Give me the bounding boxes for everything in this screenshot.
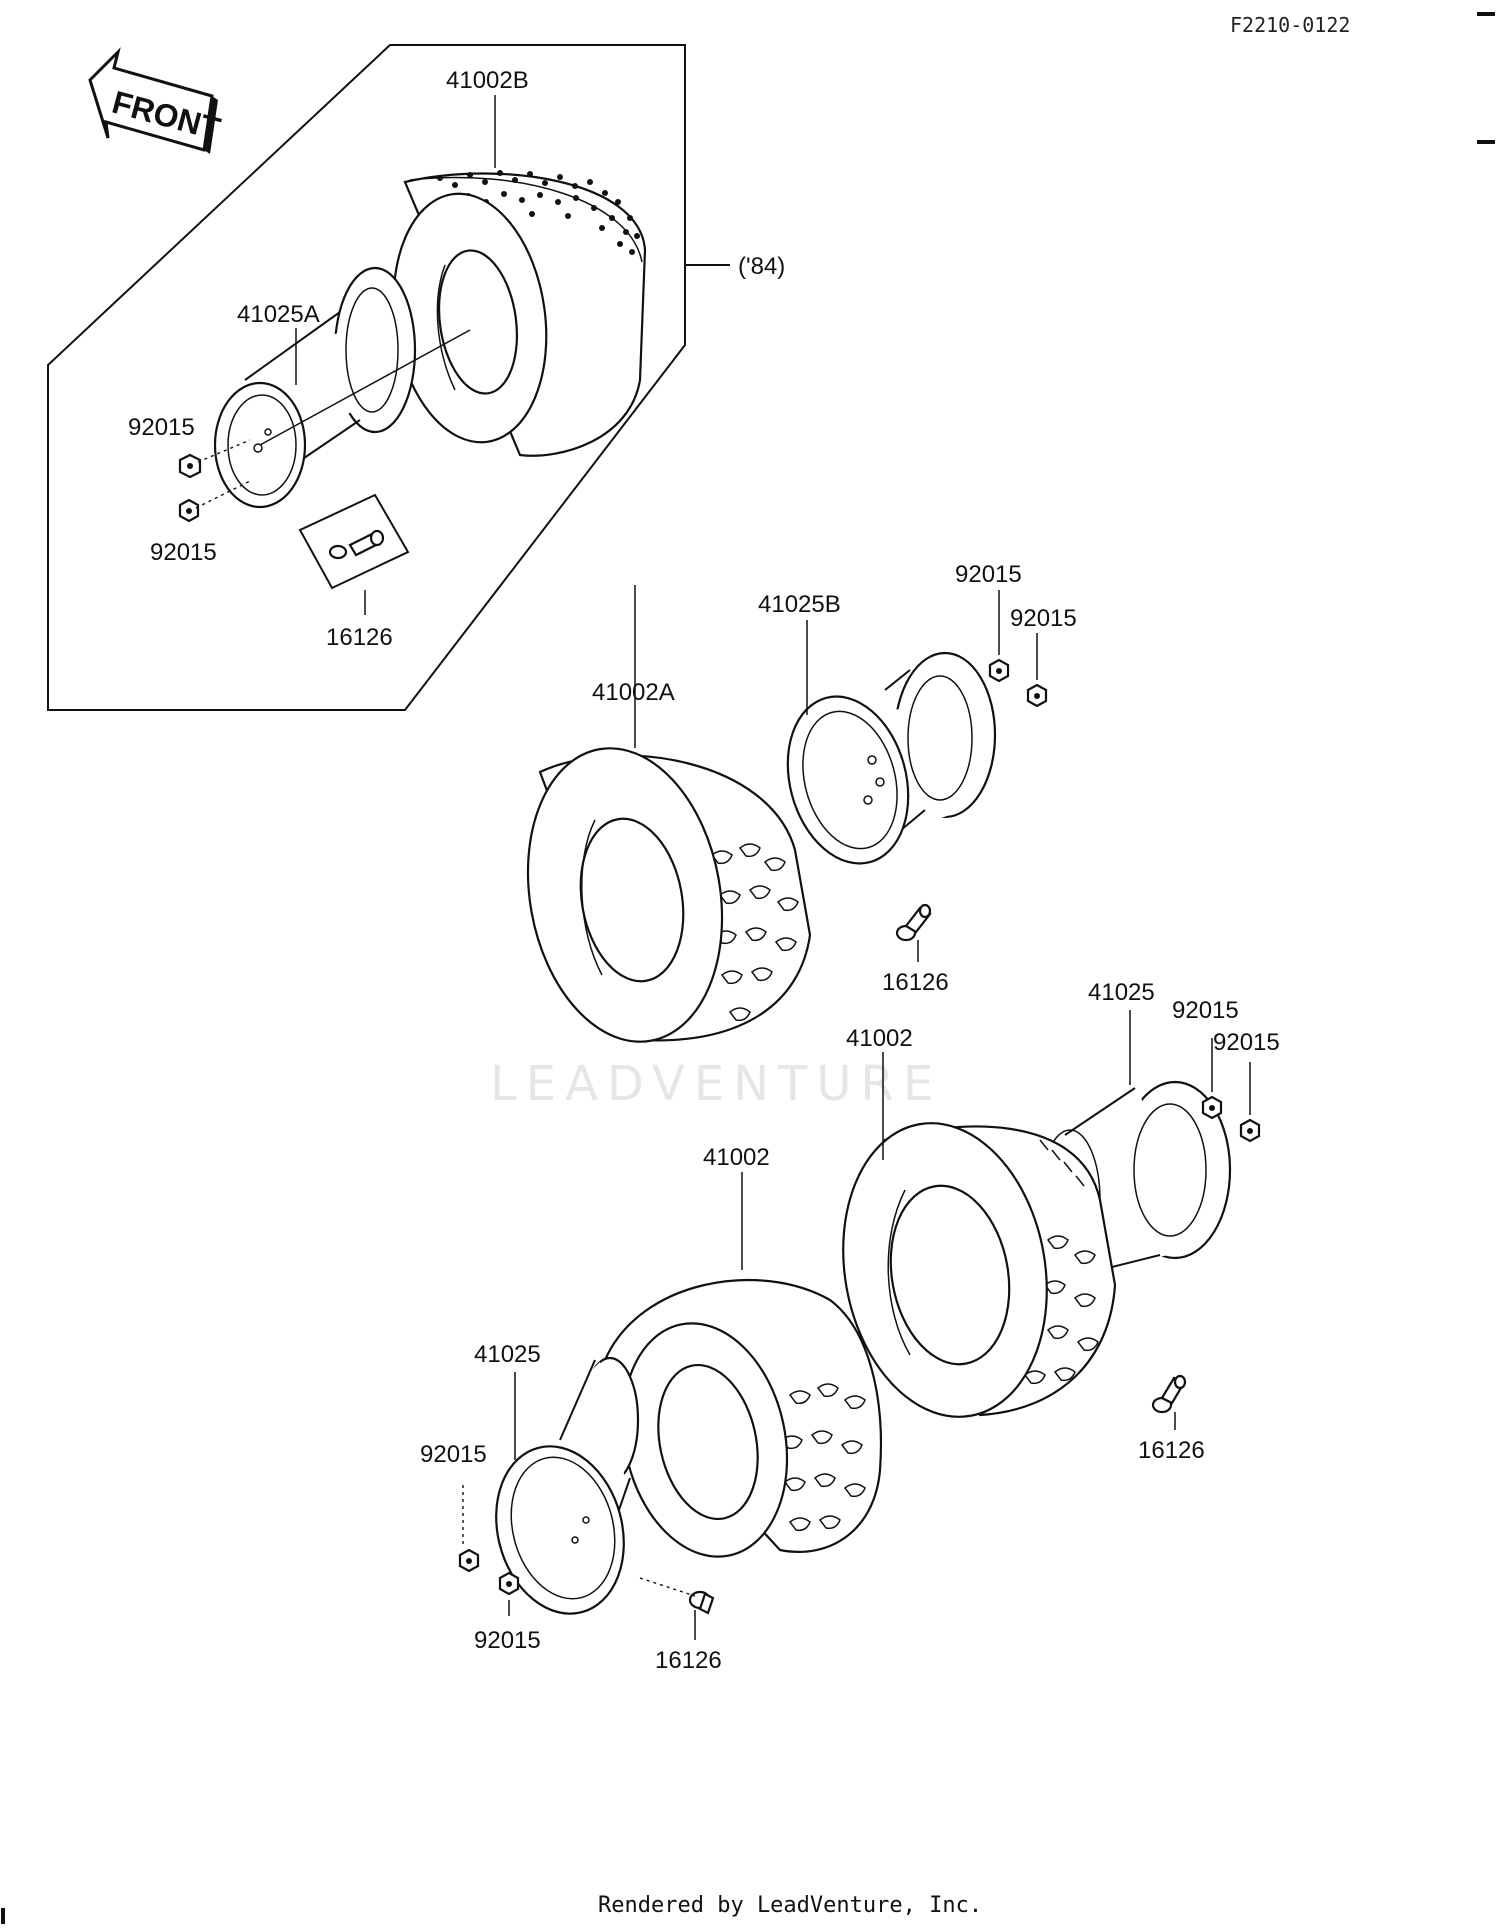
inset-year-note: ('84) bbox=[738, 253, 785, 280]
inset-valve-icon bbox=[328, 529, 385, 560]
front-arrow-icon: FRONT bbox=[88, 47, 225, 154]
front-tire-tread bbox=[710, 843, 799, 1022]
rear-right-wheel-assembly: 41002 41025 92015 92015 16126 bbox=[842, 979, 1280, 1464]
corner-mark-top bbox=[1477, 12, 1495, 16]
front-wheel-assembly: 41002A 41025B 92015 92015 16126 bbox=[526, 561, 1077, 1043]
front-nut-a-icon bbox=[988, 658, 1010, 683]
svg-text:LEADVENTURE: LEADVENTURE bbox=[490, 1056, 942, 1112]
front-rim bbox=[786, 651, 997, 865]
front-valve-label: 16126 bbox=[882, 969, 949, 996]
corner-mark-mid bbox=[1477, 140, 1495, 144]
corner-mark-bottom bbox=[1, 1908, 5, 1924]
diagram-code: F2210-0122 bbox=[1230, 13, 1350, 37]
inset-rim-label: 41025A bbox=[237, 301, 320, 328]
inset-nut-lower-icon bbox=[178, 498, 200, 523]
rear-left-nut-b-icon bbox=[498, 1571, 520, 1596]
inset-nut-lower-label: 92015 bbox=[150, 539, 217, 566]
inset-valve-box bbox=[298, 493, 410, 590]
rear-left-tire bbox=[603, 1278, 883, 1558]
rear-left-nut-b-label: 92015 bbox=[474, 1627, 541, 1654]
inset-axle-line bbox=[259, 329, 471, 446]
rear-left-nut-a-icon bbox=[458, 1548, 480, 1573]
inset-frame bbox=[47, 44, 686, 711]
rear-left-valve-label: 16126 bbox=[655, 1647, 722, 1674]
inset-nut-upper-label: 92015 bbox=[128, 414, 195, 441]
front-nut-a-label: 92015 bbox=[955, 561, 1022, 588]
rear-right-nut-b-icon bbox=[1239, 1118, 1261, 1143]
rear-right-nut-a-icon bbox=[1201, 1095, 1223, 1120]
rear-right-valve-label: 16126 bbox=[1138, 1437, 1205, 1464]
rear-left-valve-axis bbox=[639, 1577, 696, 1597]
front-tire-label: 41002A bbox=[592, 679, 675, 706]
inset-tire bbox=[392, 170, 647, 457]
front-rim-label: 41025B bbox=[758, 591, 841, 618]
rear-left-nut-a-label: 92015 bbox=[420, 1441, 487, 1468]
front-tire bbox=[526, 747, 812, 1043]
rear-right-tire-label: 41002 bbox=[846, 1025, 913, 1052]
footer-credit: Rendered by LeadVenture, Inc. bbox=[598, 1893, 982, 1918]
rear-left-tire-tread bbox=[780, 1383, 866, 1532]
inset-tire-label: 41002B bbox=[446, 67, 529, 94]
rear-right-tire bbox=[842, 1122, 1117, 1418]
front-nut-b-icon bbox=[1026, 683, 1048, 708]
rear-left-wheel-assembly: 41002 41025 92015 92015 16126 bbox=[420, 1144, 883, 1674]
rear-right-nut-b-label: 92015 bbox=[1213, 1029, 1280, 1056]
rear-left-rim-label: 41025 bbox=[474, 1341, 541, 1368]
rear-right-valve-icon bbox=[1151, 1374, 1187, 1414]
rear-left-rim bbox=[495, 1356, 640, 1615]
front-nut-b-label: 92015 bbox=[1010, 605, 1077, 632]
inset-nut-upper-icon bbox=[178, 453, 202, 479]
inset-valve-label: 16126 bbox=[326, 624, 393, 651]
rear-left-tire-label: 41002 bbox=[703, 1144, 770, 1171]
rear-right-rim-label: 41025 bbox=[1088, 979, 1155, 1006]
rear-right-nut-a-label: 92015 bbox=[1172, 997, 1239, 1024]
front-valve-icon bbox=[895, 903, 932, 942]
inset-1984: FRONT ('84) bbox=[47, 44, 785, 711]
inset-nut-upper-leader bbox=[197, 439, 251, 463]
